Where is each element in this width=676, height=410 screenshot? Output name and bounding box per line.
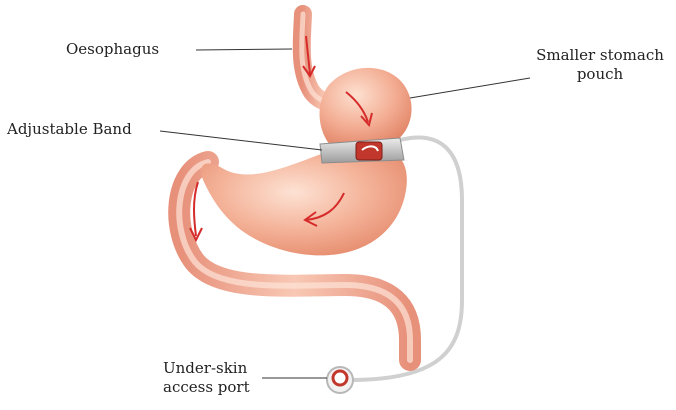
label-pouch-line2: pouch — [525, 65, 675, 84]
label-adjustable-band: Adjustable Band — [7, 120, 132, 139]
access-port — [327, 367, 353, 393]
label-port-line1: Under-skin — [163, 359, 250, 378]
label-port-line2: access port — [163, 378, 250, 397]
stomach-body — [201, 150, 407, 255]
label-pouch-line1: Smaller stomach — [525, 46, 675, 65]
label-access-port: Under-skin access port — [163, 359, 250, 397]
label-oesophagus: Oesophagus — [66, 40, 159, 59]
label-smaller-stomach-pouch: Smaller stomach pouch — [525, 46, 675, 84]
stomach-pouch — [320, 68, 412, 145]
